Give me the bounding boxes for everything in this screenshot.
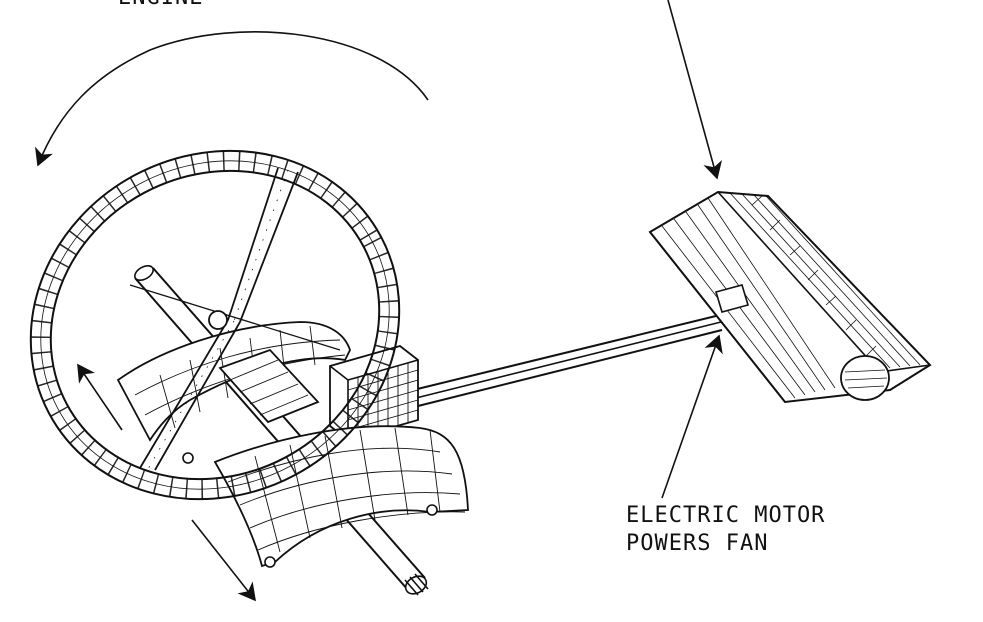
main-axle xyxy=(134,264,429,596)
fan-pointer-arrow xyxy=(667,0,723,180)
rotation-arrow xyxy=(35,31,429,167)
motor-label-line2: POWERS FAN xyxy=(626,531,769,556)
blade-motion-arrow-up xyxy=(77,363,123,431)
blade-motion-arrow-down xyxy=(191,519,256,602)
wheel-spokes xyxy=(129,167,341,471)
engine-label: ENGINE xyxy=(118,0,203,12)
drive-shaft xyxy=(404,314,723,409)
wheel-hub xyxy=(218,348,320,424)
motor-label-line1: ELECTRIC MOTOR xyxy=(626,503,826,528)
fan-unit xyxy=(648,190,932,404)
gear-box xyxy=(329,345,419,441)
motor-pointer-arrow xyxy=(661,334,723,499)
wheel-ring xyxy=(29,149,401,501)
